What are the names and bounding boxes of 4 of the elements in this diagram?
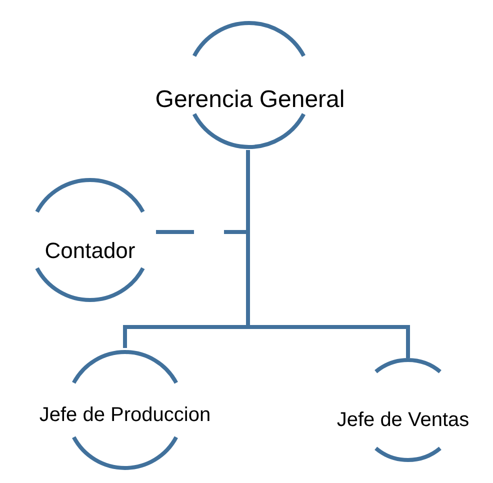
node-label: Jefe de Ventas (336, 410, 470, 430)
node-label: Contador (44, 240, 136, 262)
node-label: Jefe de Produccion (38, 405, 212, 425)
node-label: Gerencia General (154, 88, 346, 112)
